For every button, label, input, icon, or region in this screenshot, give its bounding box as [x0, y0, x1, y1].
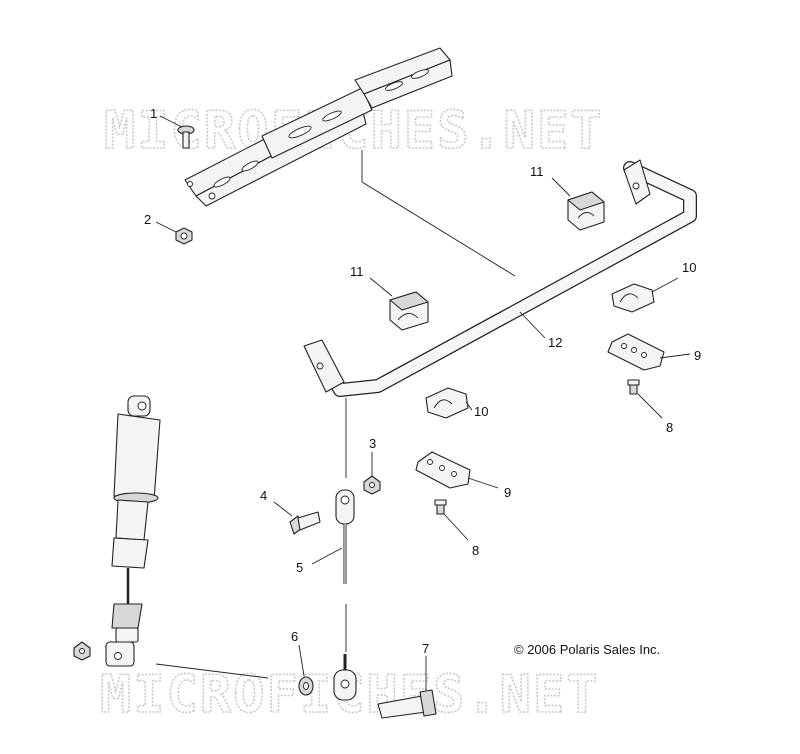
callout-11-lower: 11: [350, 264, 364, 279]
bolt-part-lower: [377, 689, 437, 719]
plate-part-lower: [415, 451, 471, 489]
washer-part: [298, 676, 314, 696]
leader-8b: [443, 513, 469, 541]
callout-8-upper: 8: [666, 420, 673, 435]
shock-nut-part: [73, 641, 91, 661]
callout-7: 7: [422, 641, 429, 656]
callout-12: 12: [548, 335, 562, 350]
leader-10a: [651, 277, 679, 293]
callout-10-upper: 10: [682, 260, 696, 275]
mounting-bracket: [184, 47, 453, 207]
leader-6: [298, 644, 305, 677]
bushing-part-lower: [389, 291, 429, 331]
callout-2: 2: [144, 212, 151, 227]
leader-11b: [369, 277, 393, 297]
shock-absorber: [105, 395, 161, 667]
nut-part: [175, 227, 193, 245]
callout-9-upper: 9: [694, 348, 701, 363]
stabilizer-bar: [303, 159, 697, 397]
leader-2: [155, 221, 177, 233]
callout-4: 4: [260, 488, 267, 503]
bolt-part-upper: [289, 511, 321, 535]
leader-9a: [659, 353, 691, 359]
leader-5: [311, 547, 343, 565]
clamp-part-upper: [611, 283, 655, 313]
leader-10b: [465, 401, 473, 411]
link-rod-part: [333, 489, 357, 701]
leader-shock: [155, 663, 269, 679]
callout-3: 3: [369, 436, 376, 451]
callout-6: 6: [291, 629, 298, 644]
fitting-part-upper: [627, 379, 640, 395]
leader-9b: [467, 477, 499, 489]
callout-8-lower: 8: [472, 543, 479, 558]
clamp-part-lower: [425, 387, 469, 419]
leader-12: [519, 311, 546, 339]
leader-1: [159, 115, 183, 128]
callout-10-lower: 10: [474, 404, 488, 419]
callout-5: 5: [296, 560, 303, 575]
plate-part-upper: [607, 333, 665, 371]
callout-9-lower: 9: [504, 485, 511, 500]
callout-11-upper: 11: [530, 164, 544, 179]
leader-bracket-bar: [361, 181, 516, 277]
leader-4: [273, 501, 293, 517]
callout-1: 1: [150, 106, 157, 121]
leader-11a: [551, 177, 571, 197]
screw-part: [177, 125, 195, 149]
copyright-text: © 2006 Polaris Sales Inc.: [514, 642, 660, 657]
leader-8a: [637, 393, 663, 419]
fitting-part-lower: [434, 499, 447, 515]
bushing-part-upper: [567, 191, 605, 231]
link-nut-part: [363, 475, 381, 495]
